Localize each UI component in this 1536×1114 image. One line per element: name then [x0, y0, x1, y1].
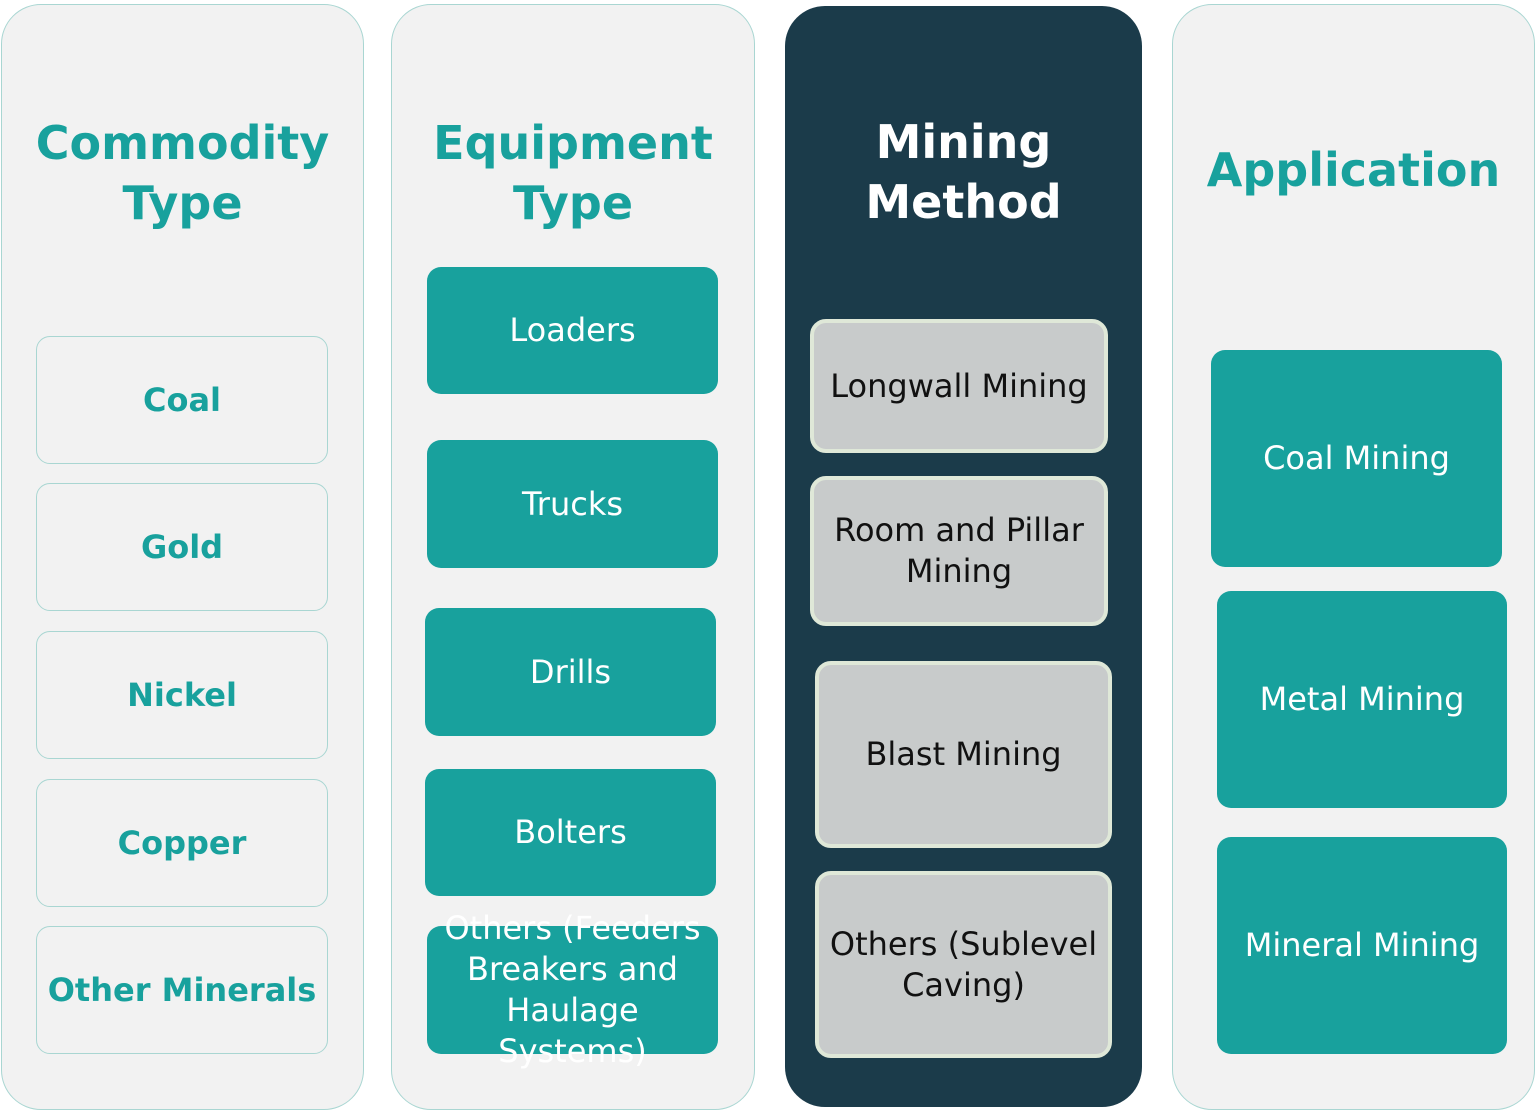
method-others: Others (Sublevel Caving)	[815, 871, 1112, 1058]
application-coal-mining: Coal Mining	[1211, 350, 1502, 567]
application-mineral-mining: Mineral Mining	[1217, 837, 1507, 1054]
application-metal-mining: Metal Mining	[1217, 591, 1507, 808]
equipment-bolters: Bolters	[425, 769, 716, 896]
commodity-other-minerals: Other Minerals	[36, 926, 328, 1054]
equipment-others: Others (Feeders Breakers and Haulage Sys…	[427, 909, 718, 1070]
commodity-copper: Copper	[36, 779, 328, 907]
method-blast: Blast Mining	[815, 661, 1112, 848]
application-title: Application	[1206, 143, 1501, 197]
equipment-loaders: Loaders	[427, 267, 718, 394]
equipment-trucks: Trucks	[427, 440, 718, 568]
commodity-type-title: Commodity Type	[35, 116, 330, 230]
equipment-type-title: Equipment Type	[433, 116, 713, 230]
commodity-nickel: Nickel	[36, 631, 328, 759]
mining-method-title: Mining Method	[865, 115, 1062, 229]
commodity-coal: Coal	[36, 336, 328, 464]
method-longwall: Longwall Mining	[810, 319, 1108, 453]
equipment-drills: Drills	[425, 608, 716, 736]
method-room-and-pillar: Room and Pillar Mining	[810, 476, 1108, 626]
commodity-gold: Gold	[36, 483, 328, 611]
